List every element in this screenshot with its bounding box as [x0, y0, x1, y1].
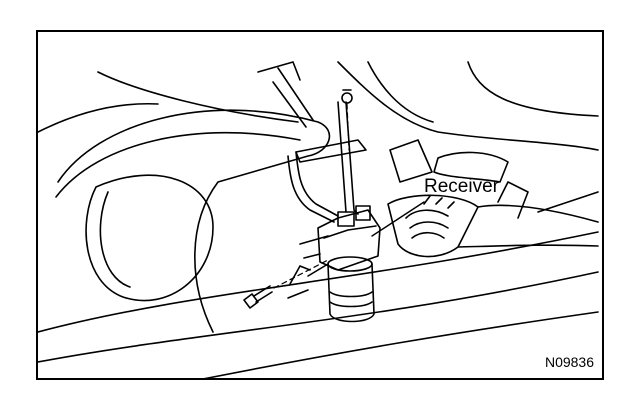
engine-bay-illustration	[38, 61, 599, 378]
body-panel-lines	[38, 61, 599, 378]
figure-code: N09836	[544, 354, 594, 370]
diagram-frame: Receiver N09836	[36, 30, 604, 380]
receiver-label: Receiver	[424, 176, 499, 197]
bolt-icon	[243, 285, 273, 309]
headlight-housing	[38, 71, 331, 333]
receiver-leader-line	[371, 201, 425, 237]
refrigerant-lines	[287, 89, 367, 223]
installation-guide-lines	[273, 103, 350, 289]
receiver-drier	[289, 205, 381, 323]
engine-components	[287, 139, 599, 299]
